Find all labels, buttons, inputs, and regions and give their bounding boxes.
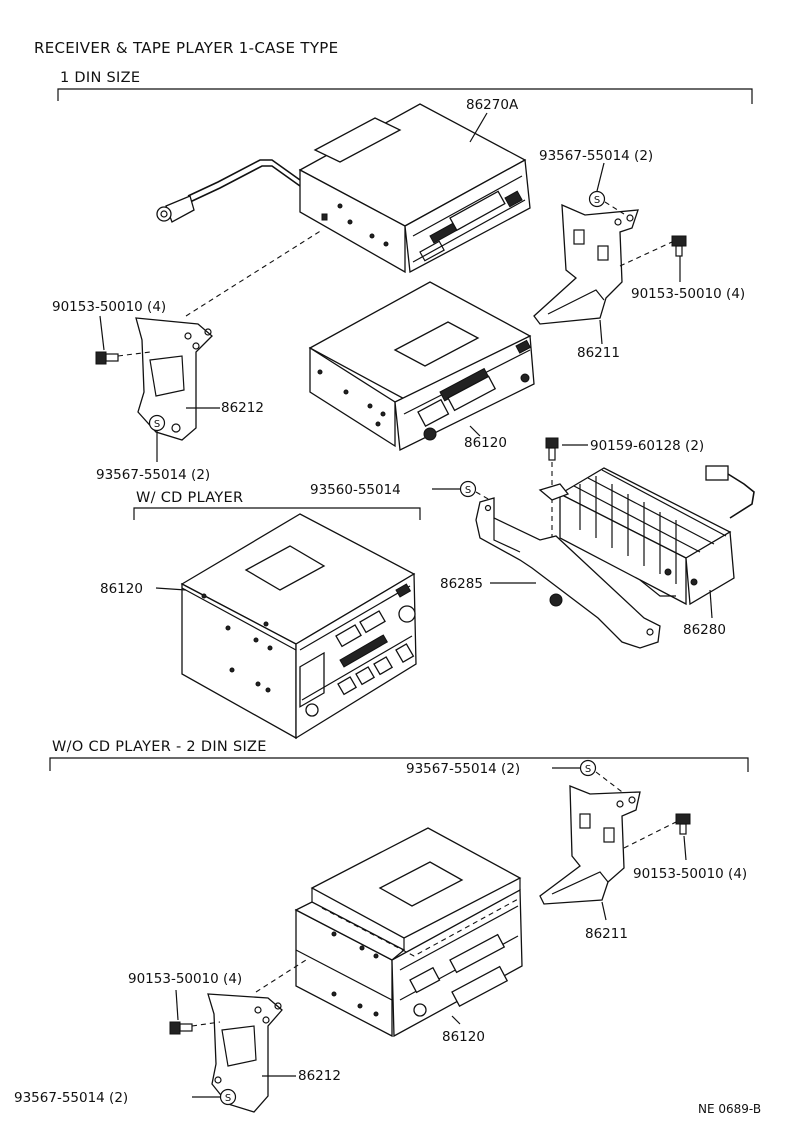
label-90153-top-left: 90153-50010 (4) (52, 299, 166, 315)
receiver-86270A (298, 103, 531, 274)
label-90153-bot-left: 90153-50010 (4) (128, 971, 242, 987)
bracket-86211-top (533, 203, 639, 325)
svg-text:S: S (585, 764, 591, 775)
svg-text:S: S (594, 195, 600, 206)
diagram-title: RECEIVER & TAPE PLAYER 1-CASE TYPE (34, 39, 338, 57)
section-1-din-size: 1 DIN SIZE (60, 70, 140, 86)
svg-text:S: S (465, 485, 471, 496)
label-86120-top: 86120 (464, 435, 507, 451)
label-86211-bot: 86211 (585, 926, 628, 942)
s-symbol-93560: S (459, 480, 477, 498)
label-93560: 93560-55014 (310, 482, 401, 498)
section-w-cd-player: W/ CD PLAYER (136, 490, 243, 506)
section-cd-bracket-line (133, 507, 421, 520)
leader-93567-top (596, 162, 605, 192)
receiver-86120-1din (308, 281, 535, 451)
label-90159: 90159-60128 (2) (590, 438, 704, 454)
bracket-86211-bot (539, 785, 641, 905)
bolt-bot-right (675, 813, 691, 835)
label-86120-cd: 86120 (100, 581, 143, 597)
label-86211-top: 86211 (577, 345, 620, 361)
label-86212-top: 86212 (221, 400, 264, 416)
label-90153-bot-right: 90153-50010 (4) (633, 866, 747, 882)
antenna-cable (156, 159, 301, 223)
label-93567-bot-right: 93567-55014 (2) (406, 761, 520, 777)
bolt-bot-left (169, 1021, 193, 1035)
section-2din-bracket-line (49, 757, 749, 772)
label-90153-top-right: 90153-50010 (4) (631, 286, 745, 302)
s-symbol-top-right: S (588, 190, 606, 208)
s-symbol-bot-right: S (579, 759, 597, 777)
s-symbol-bot-left: S (219, 1088, 237, 1106)
label-93567-bot-left: 93567-55014 (2) (14, 1090, 128, 1106)
bolt-top-right (671, 235, 687, 257)
label-86212-bot: 86212 (298, 1068, 341, 1084)
receiver-86120-2din (294, 827, 523, 1038)
bolt-90159 (545, 437, 559, 461)
s-symbol-mid-left: S (148, 414, 166, 432)
receiver-86120-cd (180, 513, 417, 740)
label-86280: 86280 (683, 622, 726, 638)
label-86270A: 86270A (466, 97, 519, 113)
label-93567-mid-left: 93567-55014 (2) (96, 467, 210, 483)
amplifier-connector (705, 465, 755, 519)
bracket-86285 (475, 483, 661, 649)
section-1-din-bracket-line (57, 88, 753, 104)
bracket-86212-bot (207, 993, 283, 1113)
figure-code: NE 0689-B (698, 1102, 761, 1116)
label-86285: 86285 (440, 576, 483, 592)
bolt-top-left (95, 351, 119, 365)
section-w-o-cd-2din: W/O CD PLAYER - 2 DIN SIZE (52, 739, 267, 755)
bracket-86212-top (135, 317, 213, 441)
svg-text:S: S (154, 419, 160, 430)
label-86120-bot: 86120 (442, 1029, 485, 1045)
leader-86270A (469, 112, 488, 143)
svg-text:S: S (225, 1093, 231, 1104)
amplifier-86280 (558, 467, 735, 606)
label-93567-top: 93567-55014 (2) (539, 148, 653, 164)
